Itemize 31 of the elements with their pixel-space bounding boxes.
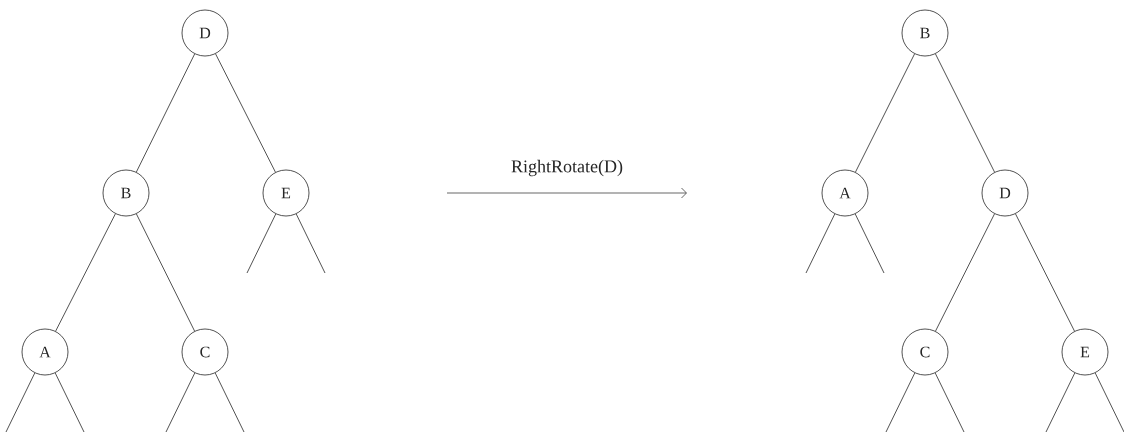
tree-node: B <box>102 169 150 217</box>
tree-edge <box>165 372 196 433</box>
tree-edge <box>215 53 276 173</box>
tree-edge <box>805 213 836 274</box>
tree-edge <box>935 53 995 173</box>
tree-edge <box>935 213 995 332</box>
tree-edge <box>55 213 116 332</box>
tree-edge <box>214 372 245 433</box>
tree-edge <box>1094 372 1124 433</box>
tree-edge <box>54 372 85 433</box>
tree-edge <box>1045 372 1076 433</box>
arrow-label: RightRotate(D) <box>511 159 623 177</box>
tree-node: A <box>821 169 869 217</box>
tree-node: E <box>262 169 310 217</box>
tree-node: D <box>981 169 1029 217</box>
tree-edge <box>295 213 326 274</box>
tree-edge <box>854 213 885 274</box>
tree-node: E <box>1061 328 1109 376</box>
tree-edge <box>1015 213 1075 332</box>
tree-node: C <box>181 328 229 376</box>
tree-edge <box>246 213 277 274</box>
tree-edge <box>885 372 916 433</box>
tree-edge <box>135 53 196 173</box>
tree-edge <box>136 213 195 332</box>
tree-edge <box>855 53 915 173</box>
tree-edge <box>5 372 36 433</box>
tree-node: D <box>181 9 229 57</box>
tree-node: B <box>901 9 949 57</box>
tree-node: A <box>21 328 69 376</box>
tree-edge <box>934 372 965 433</box>
tree-node: C <box>901 328 949 376</box>
